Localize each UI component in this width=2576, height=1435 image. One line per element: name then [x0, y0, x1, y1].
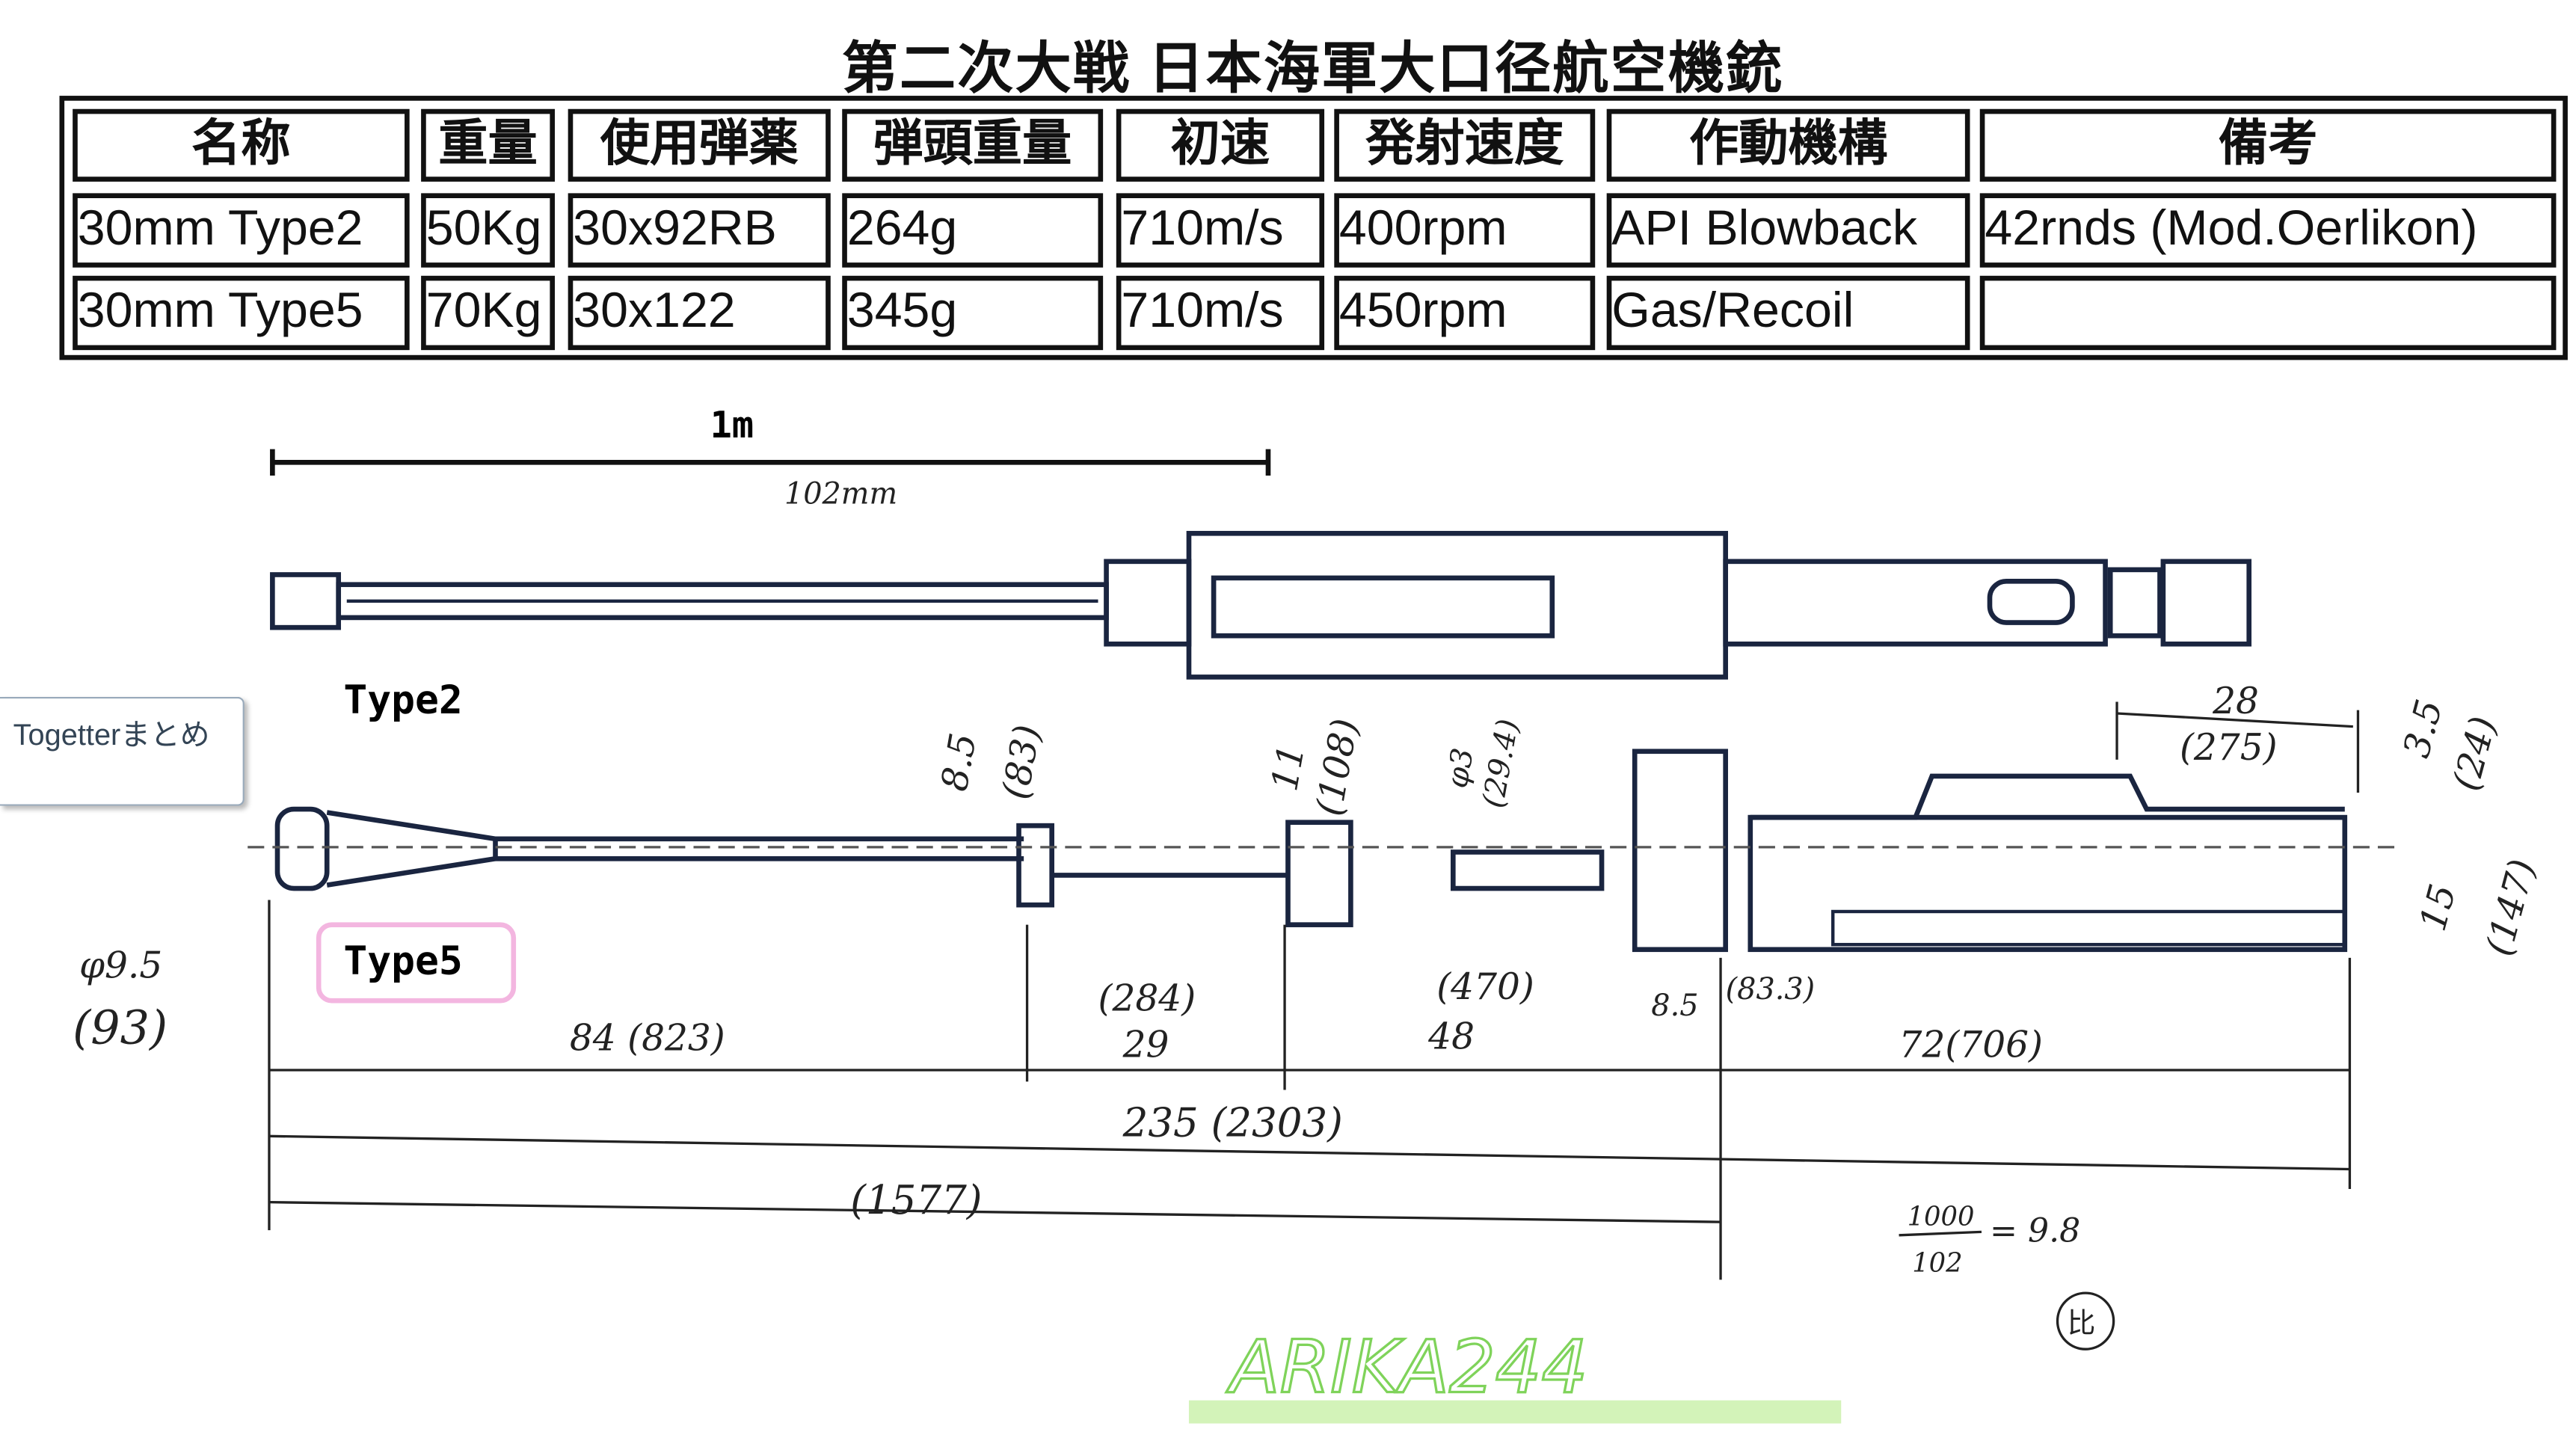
- ann-total: 235 (2303): [1122, 1100, 1343, 1146]
- type5-gun-drawing: [274, 749, 2348, 953]
- table-header-cell: 弾頭重量: [842, 108, 1104, 182]
- ann-d2-mm: (108): [1309, 716, 1367, 819]
- ann-l4: 8.5: [1651, 989, 1698, 1023]
- ann-l3-mm: (470): [1436, 966, 1534, 1008]
- ann-ratio-num: 1000: [1908, 1202, 1975, 1232]
- table-cell: 30x92RB: [568, 193, 831, 268]
- table-cell: 30mm Type2: [73, 193, 410, 268]
- table-cell: 710m/s: [1116, 193, 1325, 268]
- ann-sub: (1577): [850, 1178, 982, 1223]
- table-header-cell: 発射速度: [1334, 108, 1596, 182]
- ann-ratio-den: 102: [1912, 1247, 1962, 1278]
- dimension-lines: [268, 701, 2360, 1280]
- ann-top-len-mm: (275): [2180, 727, 2278, 769]
- signature-underline: [1188, 1400, 1842, 1424]
- table-header-cell: 重量: [421, 108, 555, 182]
- table-header-cell: 名称: [73, 108, 410, 182]
- ann-d1: 8.5: [934, 730, 986, 794]
- ann-l2-mm: (284): [1098, 977, 1196, 1019]
- ann-r1-mm: (24): [2445, 712, 2505, 795]
- table-cell: 50Kg: [421, 193, 555, 268]
- ann-r2-mm: (147): [2478, 855, 2544, 960]
- ann-l3: 48: [1427, 1015, 1475, 1057]
- scale-note: 102mm: [784, 477, 897, 511]
- table-cell: 450rpm: [1334, 275, 1596, 351]
- circle-mark: [2056, 1291, 2115, 1351]
- ann-l1: 84 (823): [570, 1017, 725, 1059]
- table-cell: 345g: [842, 275, 1104, 351]
- table-header-cell: 初速: [1116, 108, 1325, 182]
- ann-l2: 29: [1122, 1024, 1169, 1066]
- ann-d1-mm: (83): [995, 722, 1048, 802]
- ann-r1: 3.5: [2396, 695, 2451, 762]
- ann-circled: 比: [2068, 1306, 2096, 1339]
- type5-label: Type5: [343, 938, 462, 984]
- table-cell: 400rpm: [1334, 193, 1596, 268]
- ann-l4-mm: (83.3): [1726, 972, 1815, 1007]
- type2-gun-drawing: [270, 530, 2252, 680]
- table-cell: 70Kg: [421, 275, 555, 351]
- ann-d3: φ3: [1440, 746, 1481, 790]
- table-header-cell: 使用弾薬: [568, 108, 831, 182]
- type2-label: Type2: [343, 677, 462, 723]
- ann-muzzle: φ9.5: [79, 944, 162, 986]
- table-cell: [1979, 275, 2557, 351]
- spec-table: [59, 96, 2568, 360]
- scale-label: 1m: [710, 405, 754, 446]
- table-cell: 264g: [842, 193, 1104, 268]
- ann-d3-mm: (29.4): [1476, 716, 1525, 811]
- ann-ratio-val: = 9.8: [1990, 1212, 2080, 1250]
- ann-d2: 11: [1264, 741, 1313, 794]
- table-cell: API Blowback: [1606, 193, 1970, 268]
- togetter-tag[interactable]: Togetterまとめ: [0, 696, 245, 806]
- type5-highlight: [316, 922, 517, 1004]
- ann-l5: 72(706): [1899, 1024, 2043, 1066]
- table-cell: Gas/Recoil: [1606, 275, 1970, 351]
- table-cell: 30mm Type5: [73, 275, 410, 351]
- table-header-cell: 備考: [1979, 108, 2557, 182]
- table-cell: 30x122: [568, 275, 831, 351]
- ann-top-len: 28: [2212, 680, 2259, 722]
- table-header-cell: 作動機構: [1606, 108, 1970, 182]
- table-cell: 710m/s: [1116, 275, 1325, 351]
- table-cell: 42rnds (Mod.Oerlikon): [1979, 193, 2557, 268]
- ann-r2: 15: [2412, 880, 2465, 935]
- signature: ARIKA244: [1226, 1325, 1587, 1410]
- page-title: 第二次大戦 日本海軍大口径航空機銃: [841, 37, 1784, 101]
- ann-muzzle-mm: (93): [73, 1001, 167, 1055]
